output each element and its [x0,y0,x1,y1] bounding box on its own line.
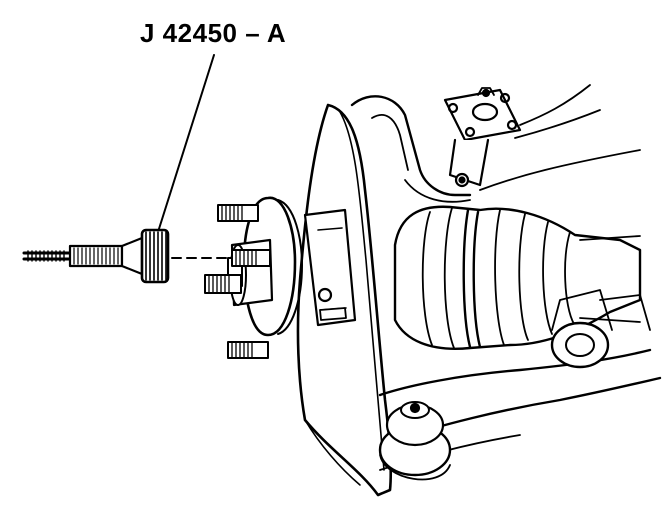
wheel-studs [204,204,271,359]
lower-control-arm [378,289,662,481]
cv-boot [393,205,642,350]
tool-j42450a [22,228,170,284]
leader-line [157,54,215,233]
upper-arm [350,84,641,203]
tool-callout-label: J 42450 – A [140,18,287,48]
